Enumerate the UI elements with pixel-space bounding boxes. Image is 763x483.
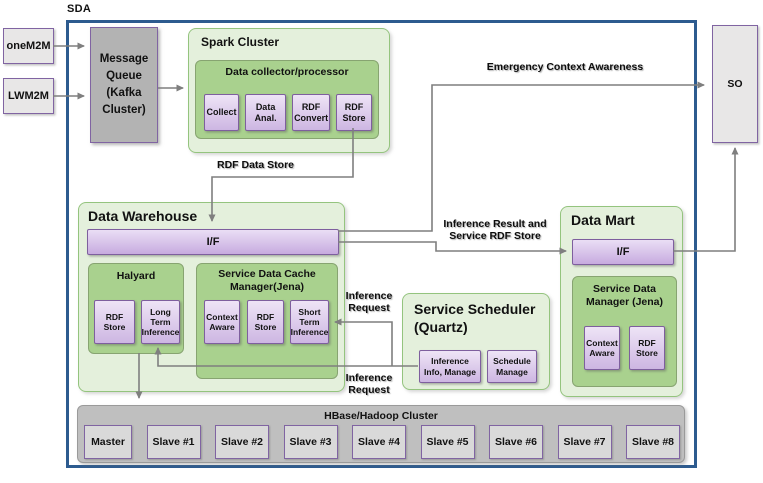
edge-label-inference-request-bottom: Inference Request [345, 372, 393, 396]
so-label: SO [727, 78, 743, 90]
module-context-aware-mart: Context Aware [584, 326, 620, 370]
node-slave-5: Slave #5 [420, 425, 475, 459]
module-short-term-inference: Short Term Inference [290, 300, 329, 344]
hbase-hadoop-cluster-title: HBase/Hadoop Cluster [324, 410, 438, 422]
service-data-cache-manager-panel: Service Data Cache Manager(Jena) Context… [196, 263, 338, 379]
node-slave-2: Slave #2 [215, 425, 269, 459]
onem2m-label: oneM2M [6, 40, 51, 52]
hbase-hadoop-cluster-panel: HBase/Hadoop Cluster Master Slave #1 Sla… [77, 405, 685, 463]
node-slave-1: Slave #1 [146, 425, 201, 459]
edge-label-emergency-context-awareness: Emergency Context Awareness [486, 61, 644, 73]
mart-interface-label: I/F [616, 246, 630, 258]
data-warehouse-panel: Data Warehouse I/F Halyard RDF Store Lon… [78, 202, 345, 392]
spark-modules-row: Collect Data Anal. RDF Convert RDF Store [204, 94, 372, 131]
message-queue-label: Message Queue (Kafka Cluster) [99, 52, 149, 117]
data-mart-title: Data Mart [571, 212, 635, 228]
module-data-anal: Data Anal. [245, 94, 287, 131]
service-data-manager-panel: Service Data Manager (Jena) Context Awar… [572, 276, 677, 387]
onem2m-box: oneM2M [3, 28, 54, 64]
node-slave-4: Slave #4 [352, 425, 406, 459]
module-rdf-store-halyard: RDF Store [94, 300, 135, 344]
data-collector-processor-title: Data collector/processor [225, 66, 349, 78]
module-rdf-store-cache: RDF Store [247, 300, 284, 344]
edge-label-rdf-data-store: RDF Data Store [216, 159, 294, 171]
node-slave-8: Slave #8 [626, 425, 680, 459]
hbase-nodes-row: Master Slave #1 Slave #2 Slave #3 Slave … [84, 425, 680, 459]
spark-cluster-title: Spark Cluster [201, 35, 280, 49]
node-slave-6: Slave #6 [489, 425, 543, 459]
diagram-title: SDA [67, 3, 92, 15]
service-data-manager-title: Service Data Manager (Jena) [585, 283, 664, 309]
module-rdf-convert: RDF Convert [292, 94, 331, 131]
message-queue-box: Message Queue (Kafka Cluster) [90, 27, 158, 143]
module-long-term-inference: Long Term Inference [141, 300, 180, 344]
halyard-title: Halyard [116, 270, 156, 282]
spark-cluster-panel: Spark Cluster Data collector/processor C… [188, 28, 390, 153]
data-warehouse-title: Data Warehouse [88, 208, 198, 224]
edge-label-inference-result: Inference Result and Service RDF Store [443, 218, 547, 242]
node-master: Master [84, 425, 132, 459]
module-context-aware-cache: Context Aware [204, 300, 240, 344]
data-mart-panel: Data Mart I/F Service Data Manager (Jena… [560, 206, 683, 397]
service-scheduler-title: Service Scheduler (Quartz) [414, 301, 536, 335]
module-schedule-manage: Schedule Manage [487, 350, 537, 383]
edge-label-inference-request-top: Inference Request [345, 290, 393, 314]
lwm2m-box: LWM2M [3, 78, 54, 114]
module-rdf-store-spark: RDF Store [336, 94, 372, 131]
service-data-cache-manager-title: Service Data Cache Manager(Jena) [218, 268, 316, 294]
node-slave-7: Slave #7 [557, 425, 612, 459]
module-rdf-store-mart: RDF Store [629, 326, 665, 370]
module-collect: Collect [204, 94, 240, 131]
data-collector-processor-panel: Data collector/processor Collect Data An… [195, 60, 379, 139]
warehouse-interface-bar: I/F [87, 229, 339, 255]
service-scheduler-panel: Service Scheduler (Quartz) Inference Inf… [402, 293, 550, 390]
module-inference-info-manage: Inference Info, Manage [419, 350, 481, 383]
lwm2m-label: LWM2M [8, 90, 49, 102]
halyard-panel: Halyard RDF Store Long Term Inference [88, 263, 184, 354]
so-box: SO [712, 25, 758, 143]
mart-interface-bar: I/F [572, 239, 674, 265]
node-slave-3: Slave #3 [283, 425, 338, 459]
warehouse-interface-label: I/F [206, 236, 220, 248]
